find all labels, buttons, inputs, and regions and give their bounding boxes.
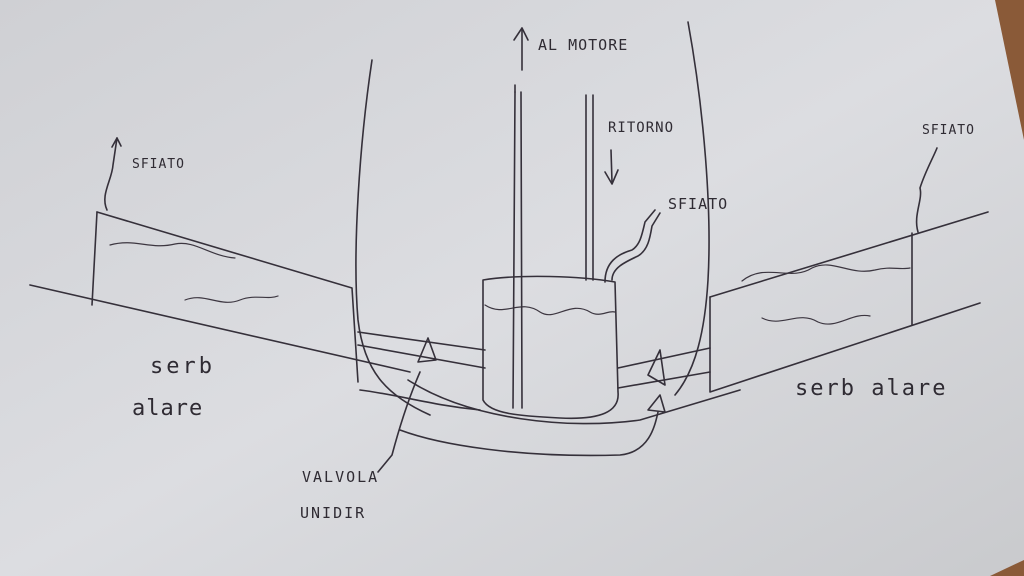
left-feed-lines: [357, 331, 486, 411]
sfiato-center-label: SFIATO: [668, 195, 728, 213]
ritorno-arrow: [604, 149, 619, 185]
left-vent: [104, 137, 122, 211]
sfiato-left-label: SFIATO: [132, 157, 185, 172]
collector-tank: [482, 275, 619, 420]
valvola-line1: VALVOLA: [302, 468, 379, 486]
valve-leader-lines: [377, 371, 659, 473]
left-check-valve: [417, 337, 437, 363]
left-wing-tank: [29, 211, 741, 425]
right-wing-tank: [709, 211, 989, 393]
serb-left-line2: alare: [132, 396, 203, 421]
al-motore-label: AL MOTORE: [538, 36, 628, 54]
sfiato-right-label: SFIATO: [922, 123, 975, 138]
engine-feed-pipe: [512, 84, 523, 409]
right-vent: [915, 147, 938, 233]
al-motore-arrow: [513, 27, 529, 71]
right-check-valve-lower: [647, 394, 666, 413]
serb-left-line1: serb: [150, 354, 215, 379]
center-vent: [604, 209, 661, 283]
fuselage-outline: [355, 21, 710, 416]
return-pipe: [585, 94, 594, 281]
ritorno-label: RITORNO: [608, 120, 674, 136]
valvola-line2: UNIDIR: [300, 504, 366, 522]
right-check-valve: [647, 349, 666, 386]
serb-right-label: serb alare: [795, 376, 947, 401]
